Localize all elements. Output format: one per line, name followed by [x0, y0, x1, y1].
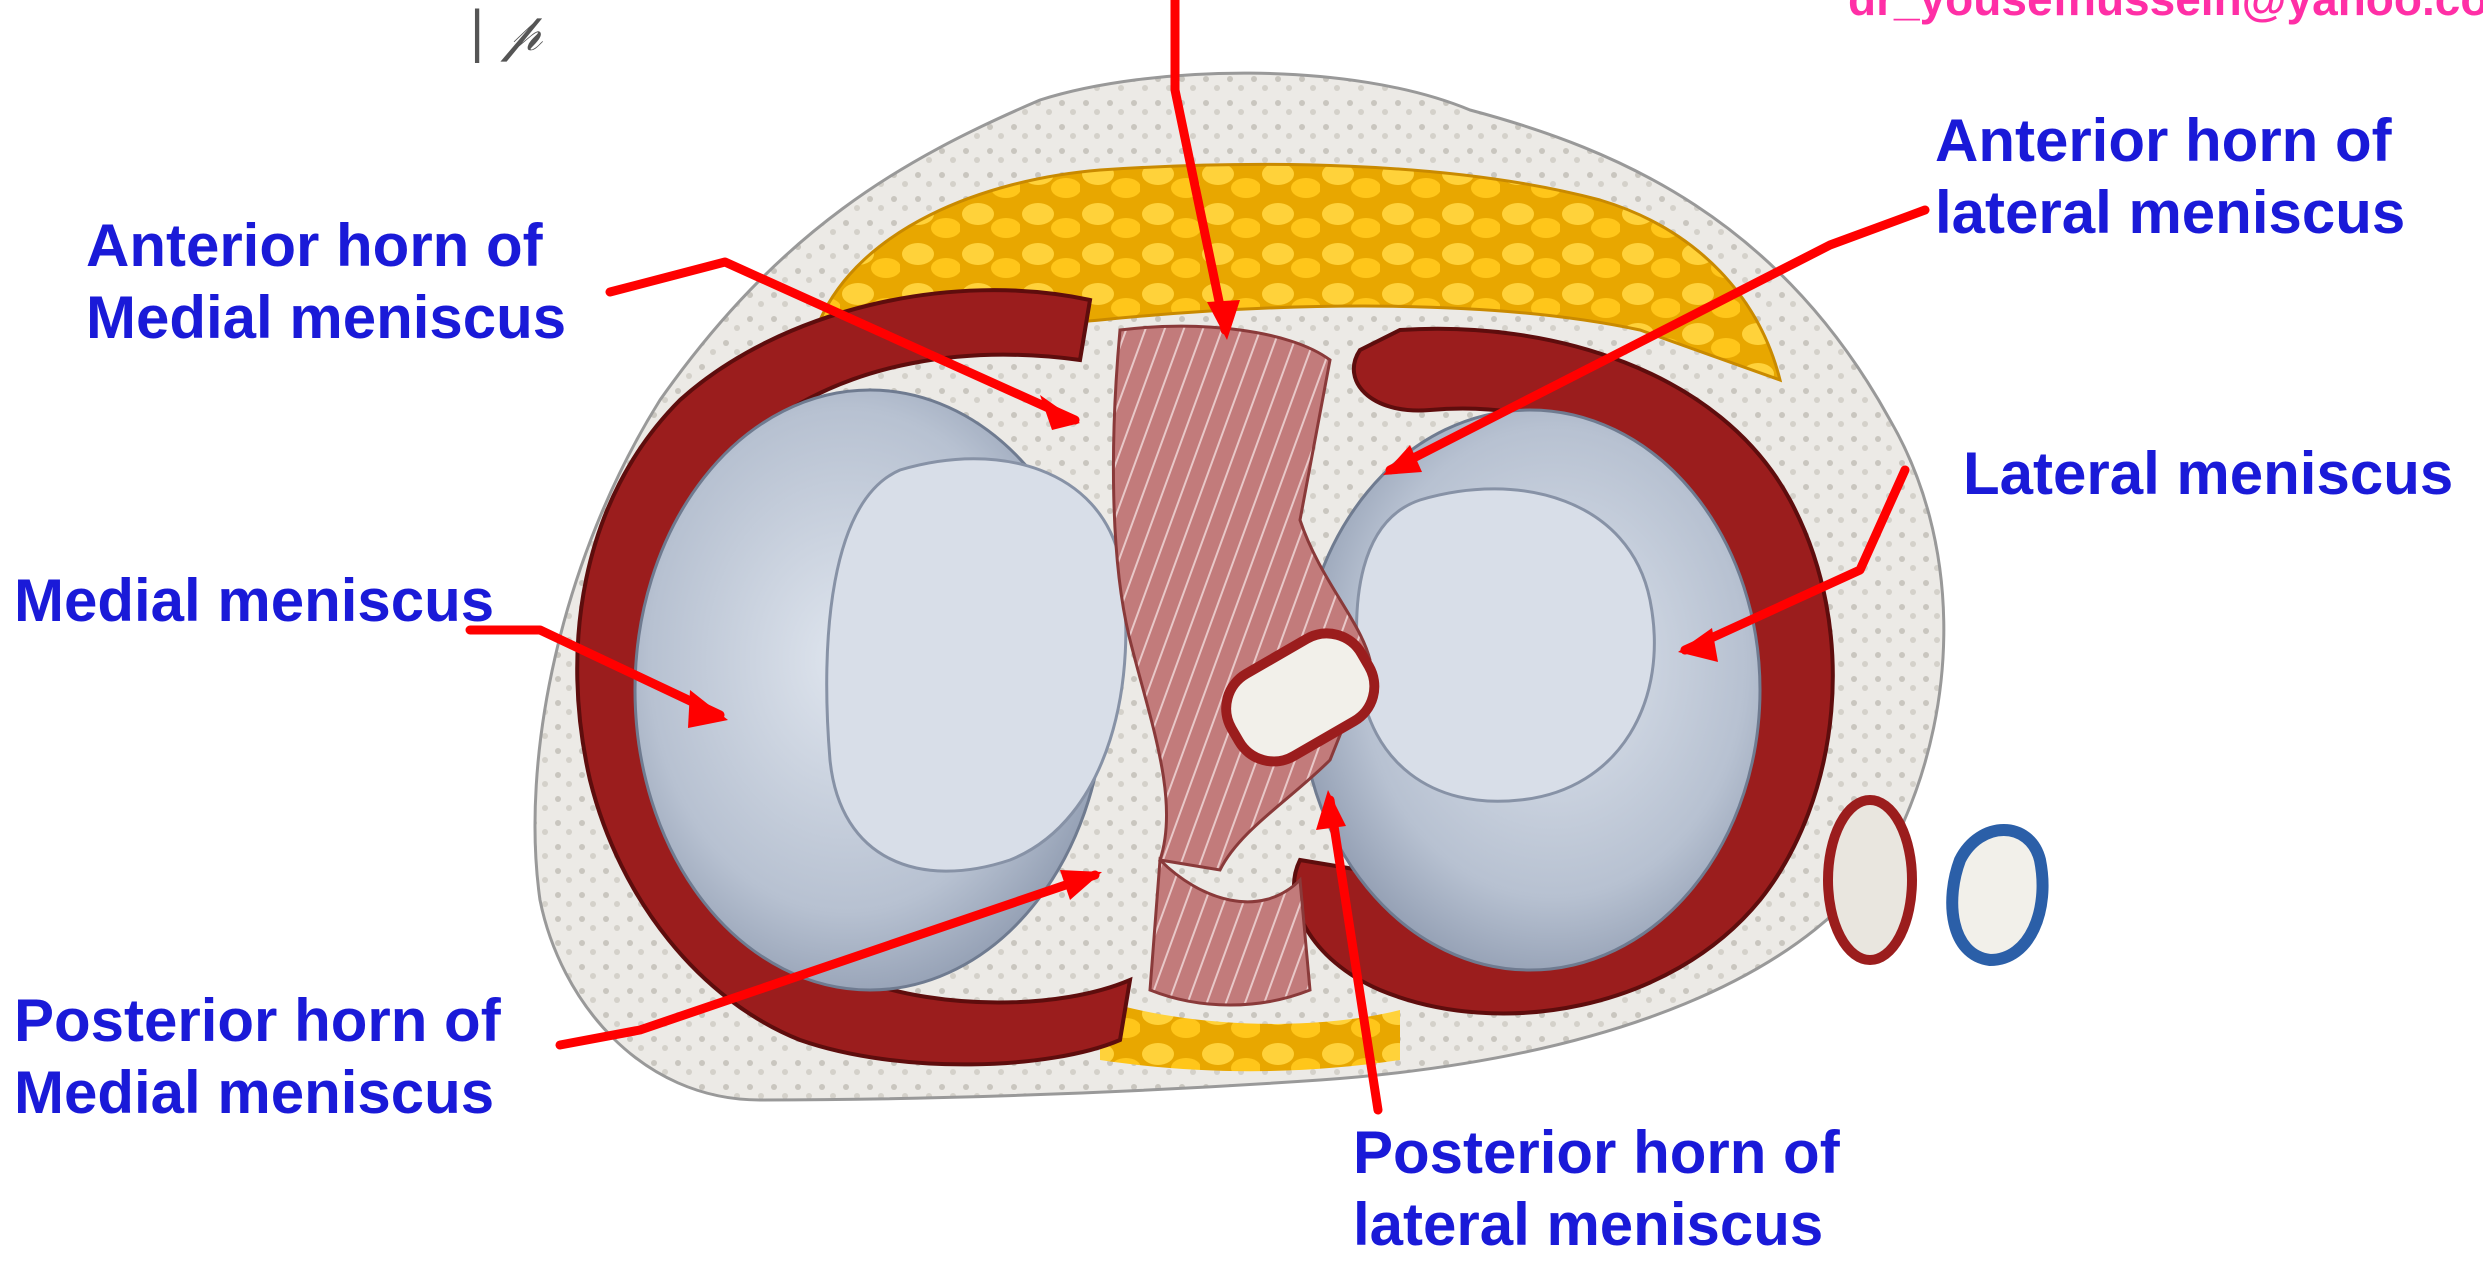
corner-mark: | 𝓅 — [468, 0, 542, 64]
watermark-email: dr_yousefhussein@yahoo.com — [1848, 0, 2483, 24]
label-anterior-horn-lateral: Anterior horn of lateral meniscus — [1935, 105, 2405, 249]
label-posterior-horn-lateral: Posterior horn of lateral meniscus — [1353, 1117, 1840, 1261]
label-medial-meniscus: Medial meniscus — [14, 565, 494, 637]
fibular-head-outline — [1952, 830, 2042, 960]
label-lateral-meniscus: Lateral meniscus — [1963, 438, 2453, 510]
label-anterior-horn-medial: Anterior horn of Medial meniscus — [86, 210, 566, 354]
common-peroneal-structure — [1828, 800, 1912, 960]
lateral-condyle-facet — [1357, 489, 1655, 801]
label-posterior-horn-medial: Posterior horn of Medial meniscus — [14, 985, 501, 1129]
